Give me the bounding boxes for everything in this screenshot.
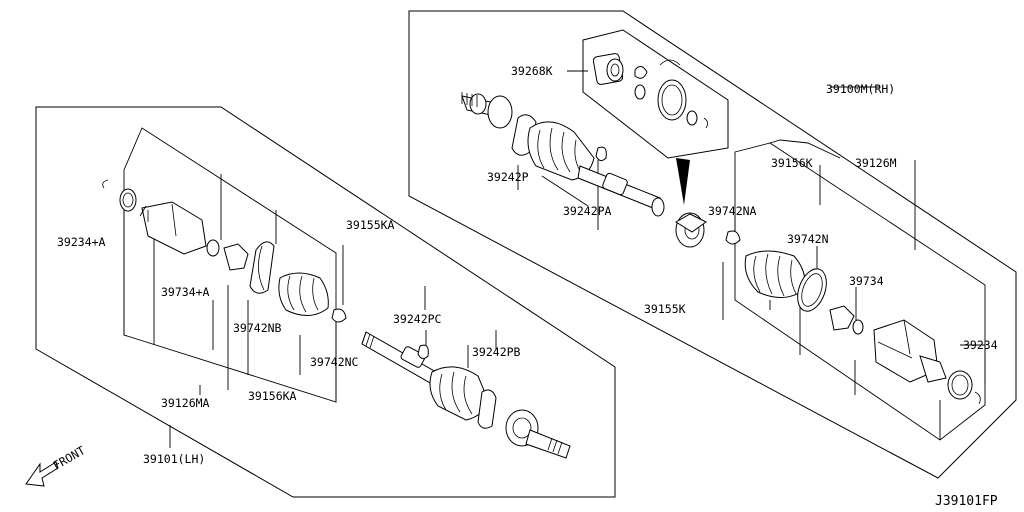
rh-bearing-kit [592, 53, 708, 129]
label-39268K: 39268K [511, 64, 553, 78]
label-39242PC: 39242PC [393, 312, 442, 326]
front-arrow-icon [25, 461, 59, 487]
label-39155KA: 39155KA [346, 218, 395, 232]
label-39234A: 39234+A [57, 235, 106, 249]
rh-bearing-kit-frame [582, 29, 729, 159]
label-39234: 39234 [963, 338, 998, 352]
label-39734A: 39734+A [161, 285, 210, 299]
label-39126M: 39126M [855, 156, 897, 170]
label-39156K: 39156K [771, 156, 813, 170]
label-39155K: 39155K [644, 302, 686, 316]
indicator-arrow [676, 158, 690, 205]
label-39734: 39734 [849, 274, 884, 288]
label-39156KA: 39156KA [248, 389, 297, 403]
lh-assembly-frame [35, 106, 616, 498]
part-labels: 39268K 39100M(RH) 39242P 39242PA 39742NA… [51, 64, 998, 509]
rh-leader-lines [517, 70, 986, 440]
label-39242PB: 39242PB [472, 345, 521, 359]
rh-assembly-frame [408, 10, 1017, 479]
lh-leader-lines [123, 174, 497, 448]
label-39742NB: 39742NB [233, 321, 282, 335]
label-39242PA: 39242PA [563, 204, 612, 218]
label-39742NA: 39742NA [708, 204, 757, 218]
label-39742N: 39742N [787, 232, 829, 246]
label-39742NC: 39742NC [310, 355, 359, 369]
front-label: FRONT [51, 443, 88, 472]
label-39100M-RH: 39100M(RH) [826, 82, 895, 96]
lh-shaft-assembly [102, 179, 571, 459]
label-39101-LH: 39101(LH) [143, 452, 205, 466]
label-39242P: 39242P [487, 170, 529, 184]
label-39126MA: 39126MA [161, 396, 210, 410]
rh-shaft-assembly [461, 92, 981, 405]
diagram-id: J39101FP [935, 494, 998, 509]
